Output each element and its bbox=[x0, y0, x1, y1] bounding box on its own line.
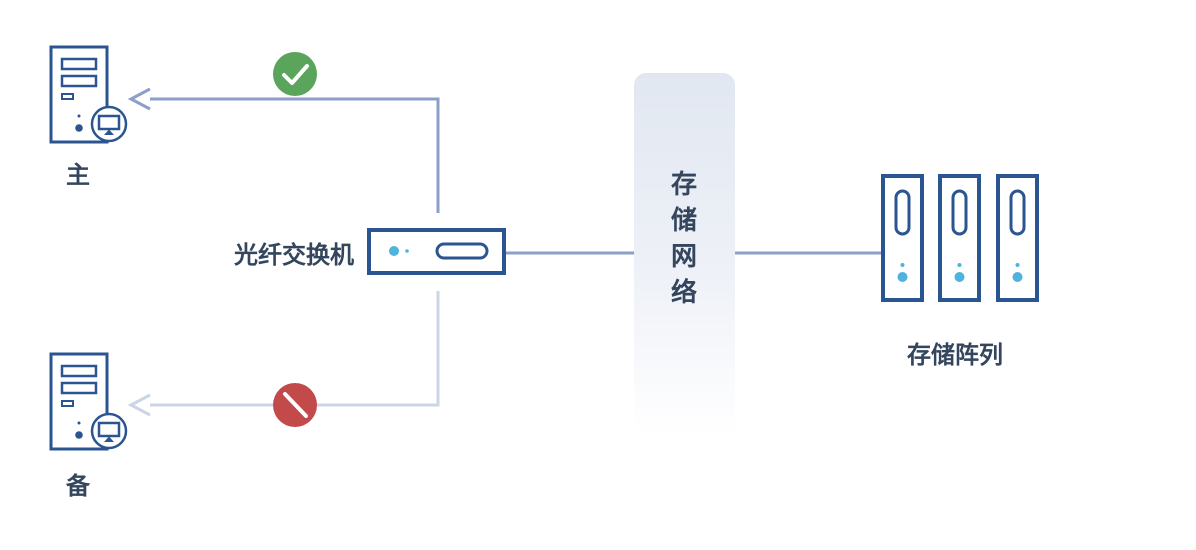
storage-array: 存储阵列 bbox=[881, 174, 1039, 369]
backup-link bbox=[150, 291, 440, 407]
storage-network: 存 储 网 络 bbox=[634, 73, 735, 435]
storage-array-label: 存储阵列 bbox=[907, 341, 1003, 369]
links bbox=[127, 87, 882, 417]
fc-switch-label: 光纤交换机 bbox=[233, 241, 354, 269]
backup-server-label: 备 bbox=[65, 472, 91, 500]
monitor-icon bbox=[90, 412, 128, 450]
storage-network-label-char-3: 网 bbox=[671, 242, 697, 272]
backup-link-arrowhead bbox=[127, 393, 151, 417]
storage-drive-icon bbox=[996, 174, 1039, 302]
fc-switch: 光纤交换机 bbox=[233, 228, 506, 275]
network-switch-icon bbox=[367, 228, 506, 275]
checkmark-circle-icon bbox=[273, 52, 317, 96]
storage-network-label-char-4: 络 bbox=[671, 277, 697, 308]
storage-network-band bbox=[634, 73, 735, 435]
storage-network-label-char-2: 储 bbox=[671, 205, 697, 236]
primary-server-label: 主 bbox=[66, 161, 90, 189]
primary-server: 主 bbox=[49, 45, 128, 189]
storage-network-label-char-1: 存 bbox=[671, 170, 697, 200]
primary-link-arrowhead bbox=[127, 87, 151, 111]
storage-drive-icon bbox=[881, 174, 924, 302]
primary-link bbox=[150, 97, 440, 213]
backup-server: 备 bbox=[49, 352, 128, 500]
monitor-icon bbox=[90, 105, 128, 143]
no-entry-circle-icon bbox=[273, 383, 317, 427]
storage-drive-icon bbox=[938, 174, 981, 302]
